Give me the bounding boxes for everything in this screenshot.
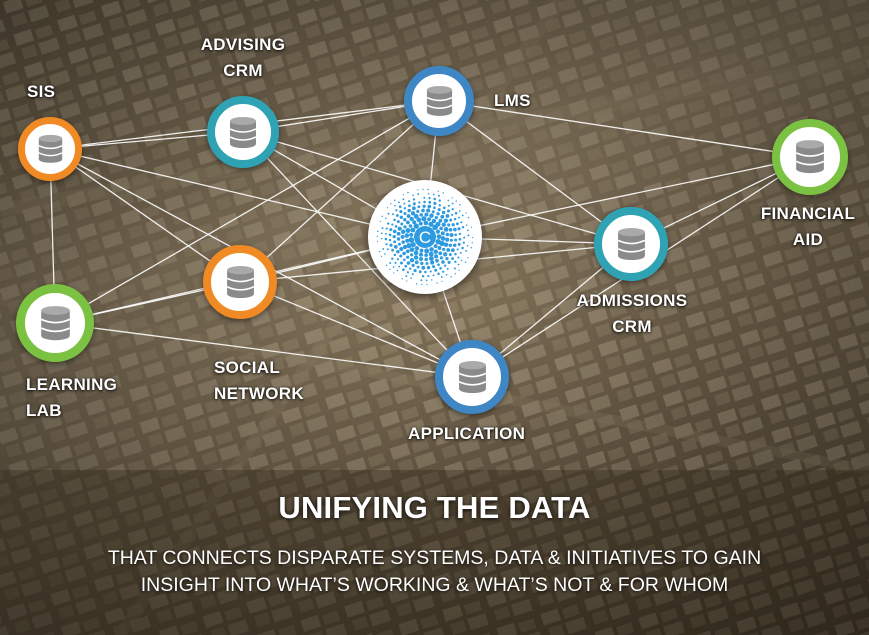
database-icon xyxy=(38,135,62,163)
lms-node xyxy=(404,66,474,136)
sis-label-line-1: SIS xyxy=(27,82,56,101)
lms-label: LMS xyxy=(494,88,531,114)
headline: UNIFYING THE DATA xyxy=(278,490,591,525)
application-label: APPLICATION xyxy=(408,421,525,447)
database-icon xyxy=(617,227,645,261)
lms-label-line-1: LMS xyxy=(494,91,531,110)
admissions-crm-label-line-1: ADMISSIONS xyxy=(576,291,688,310)
subheadline: THAT CONNECTS DISPARATE SYSTEMS, DATA & … xyxy=(0,545,869,599)
application-node xyxy=(435,340,509,414)
database-icon xyxy=(40,305,70,341)
financial-aid-node xyxy=(772,119,848,195)
admissions-crm-label: ADMISSIONS CRM xyxy=(566,288,698,340)
advising-crm-label: ADVISING CRM xyxy=(194,32,292,84)
subheadline-line-1: THAT CONNECTS DISPARATE SYSTEMS, DATA & … xyxy=(107,547,762,569)
learning-lab-label: LEARNING LAB xyxy=(26,372,117,424)
admissions-crm-label-line-2: CRM xyxy=(612,317,652,336)
social-network-label: SOCIAL NETWORK xyxy=(214,355,304,407)
dotted-c-logo-icon: C xyxy=(376,188,474,286)
financial-aid-label-line-2: AID xyxy=(792,230,824,249)
sis-label: SIS xyxy=(27,79,55,105)
database-icon xyxy=(226,265,254,299)
database-icon xyxy=(426,86,452,116)
social-network-node xyxy=(203,245,277,319)
database-icon xyxy=(458,360,486,394)
advising-crm-node xyxy=(207,96,279,168)
advising-crm-label-line-1: ADVISING xyxy=(200,35,286,54)
learning-lab-node xyxy=(16,284,94,362)
admissions-crm-node xyxy=(594,207,668,281)
central-hub: C xyxy=(368,180,482,294)
subheadline-line-2: INSIGHT INTO WHAT’S WORKING & WHAT’S NOT… xyxy=(140,574,729,596)
application-label-line-1: APPLICATION xyxy=(408,424,526,443)
social-network-label-line-1: SOCIAL xyxy=(214,358,281,377)
social-network-label-line-2: NETWORK xyxy=(214,384,304,403)
financial-aid-label: FINANCIAL AID xyxy=(752,201,864,253)
database-icon xyxy=(795,140,825,174)
database-icon xyxy=(229,116,257,148)
advising-crm-label-line-2: CRM xyxy=(223,61,263,80)
hub-letter: C xyxy=(419,228,431,247)
learning-lab-label-line-1: LEARNING xyxy=(26,375,118,394)
financial-aid-label-line-1: FINANCIAL xyxy=(760,204,856,223)
sis-node xyxy=(18,117,82,181)
learning-lab-label-line-2: LAB xyxy=(26,401,62,420)
